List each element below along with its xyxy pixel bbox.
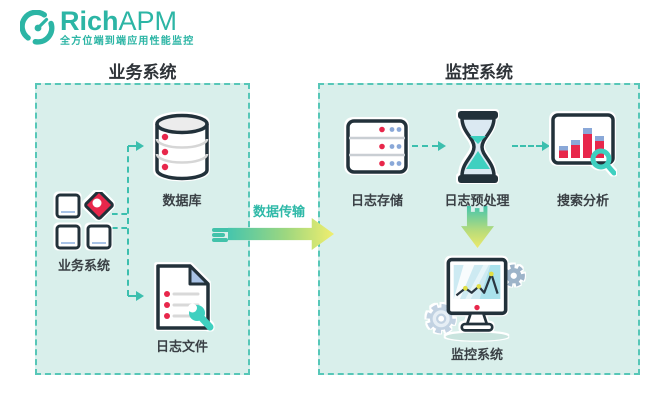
connector-to-database [128, 145, 136, 147]
monitor-with-gears-icon [418, 256, 536, 347]
speed-line [212, 233, 225, 237]
log-storage-icon [345, 118, 409, 180]
log-file-label: 日志文件 [155, 339, 208, 354]
transfer-arrow-label: 数据传输 [252, 204, 305, 219]
left-gear-icon [426, 303, 456, 334]
connector-vertical [127, 146, 129, 296]
log-preprocess-label: 日志预处理 [444, 193, 510, 208]
left-panel-title: 业务系统 [108, 63, 177, 82]
right-gear-icon [502, 264, 525, 287]
monitor-system-label: 监控系统 [450, 347, 503, 362]
log-storage-label: 日志存储 [350, 193, 403, 208]
speed-line [212, 228, 230, 232]
business-apps-icon [54, 190, 114, 257]
search-analytics-label: 搜索分析 [556, 193, 609, 208]
connector-business-out-top [112, 213, 127, 215]
connector-business-out-bottom [112, 227, 127, 229]
database-label: 数据库 [162, 193, 202, 208]
brand-tagline: 全方位端到端应用性能监控 [60, 36, 195, 47]
connector-to-logfile [128, 295, 136, 297]
business-apps-label: 业务系统 [57, 258, 110, 273]
connector-storage-to-preprocess [412, 145, 438, 147]
arrowhead-to-preprocess [438, 141, 446, 151]
logo: RichAPM 全方位端到端应用性能监控 [19, 6, 195, 51]
right-panel-title: 监控系统 [445, 63, 513, 82]
search-analytics-icon [550, 112, 617, 181]
arrowhead-to-database [136, 141, 144, 151]
speed-line [212, 238, 228, 242]
connector-preprocess-to-search [512, 145, 542, 147]
log-file-icon [150, 262, 214, 339]
arrowhead-to-search [542, 141, 550, 151]
database-icon [150, 112, 214, 189]
gauge-logo-icon [19, 9, 56, 51]
hourglass-icon [452, 108, 504, 191]
brand-name: RichAPM [60, 6, 178, 36]
arrowhead-to-logfile [136, 291, 144, 301]
